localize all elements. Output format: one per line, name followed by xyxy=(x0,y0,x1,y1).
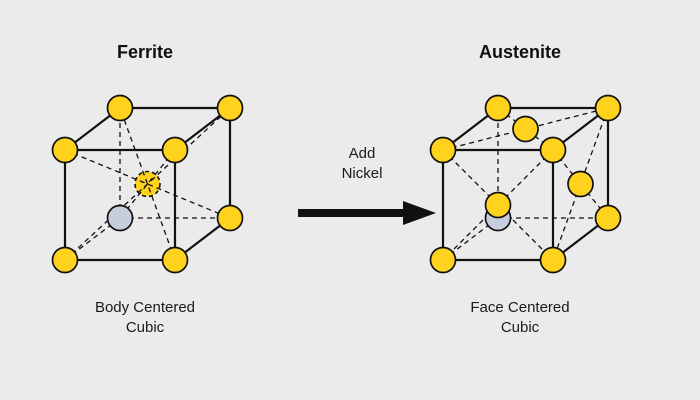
fcc-cube-diagram xyxy=(429,94,622,274)
ferrite-title: Ferrite xyxy=(116,42,174,62)
corner-atom xyxy=(484,94,512,122)
corner-atom xyxy=(216,204,244,232)
bcc-corner-atoms xyxy=(51,94,244,274)
austenite-title: Austenite xyxy=(478,42,561,62)
body-center-atom-outline xyxy=(134,170,161,198)
corner-atom xyxy=(594,94,622,122)
corner-atom xyxy=(161,246,189,274)
front-face-atom xyxy=(484,191,512,219)
arrow-icon xyxy=(298,201,436,225)
corner-atom xyxy=(216,94,244,122)
bcc-body-diagonals xyxy=(64,107,231,261)
top-face-atom xyxy=(512,115,539,143)
corner-atom xyxy=(161,136,189,164)
right-face-atom xyxy=(567,170,594,198)
bcc-caption: Body Centered Cubic xyxy=(94,299,196,337)
corner-atom xyxy=(106,94,134,122)
corner-atom xyxy=(51,136,79,164)
fcc-caption: Face Centered Cubic xyxy=(470,299,570,337)
bcc-cube-diagram xyxy=(51,94,244,274)
corner-atom xyxy=(594,204,622,232)
corner-atom xyxy=(51,246,79,274)
corner-atom xyxy=(539,246,567,274)
corner-atom xyxy=(429,136,457,164)
fcc-face-atoms xyxy=(484,115,594,219)
arrow-label: Add Nickel xyxy=(341,145,383,183)
corner-atom xyxy=(429,246,457,274)
fcc-corner-atoms xyxy=(429,94,622,274)
corner-atom xyxy=(539,136,567,164)
gray-corner-atom xyxy=(106,204,134,232)
